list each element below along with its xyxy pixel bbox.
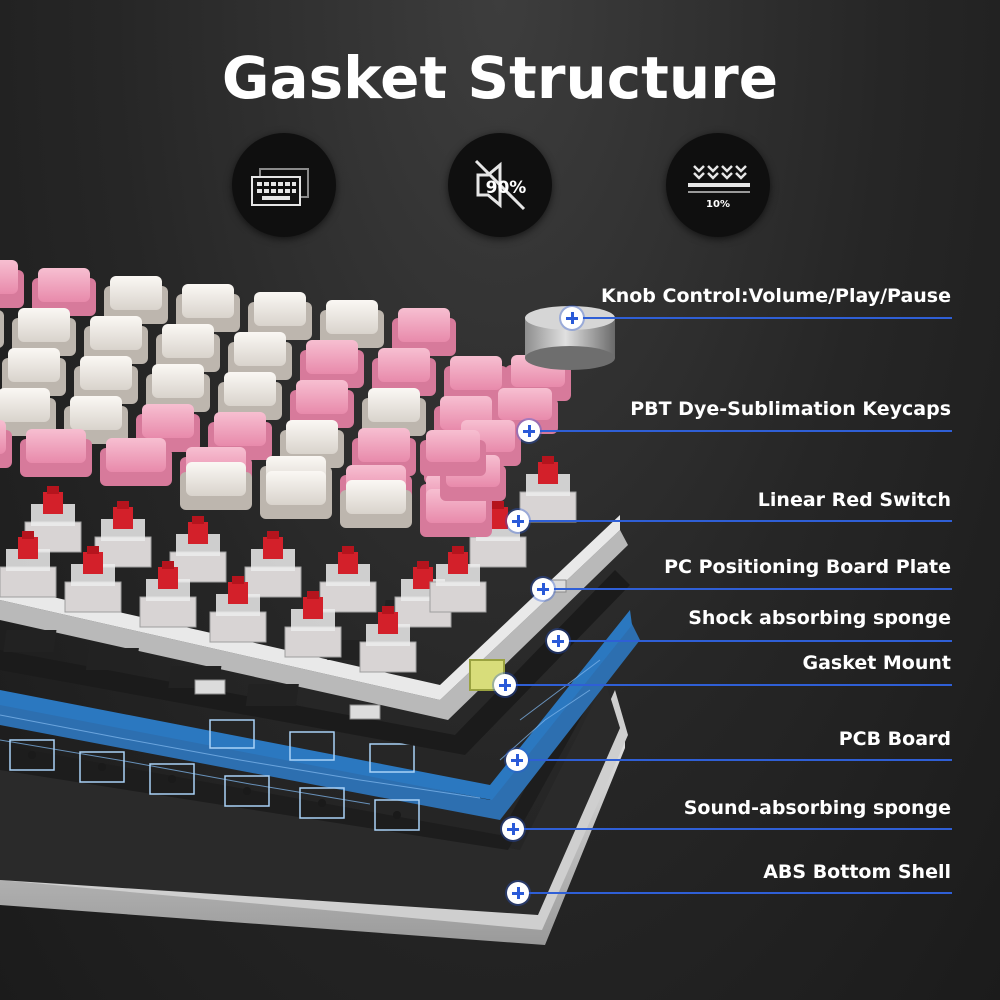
page-title: Gasket Structure [221, 44, 779, 112]
label-keycaps: PBT Dye-Sublimation Keycaps [630, 398, 951, 420]
callout-marker-plate[interactable] [532, 578, 554, 600]
callout-marker-shell[interactable] [507, 882, 529, 904]
keycap [0, 420, 12, 468]
callout-marker-pcb[interactable] [506, 749, 528, 771]
callout-line-shock-sponge [558, 640, 952, 642]
red-switch [284, 591, 342, 658]
abs-bottom-shell [0, 680, 628, 945]
keycap [104, 276, 168, 324]
keycap [74, 356, 138, 404]
label-plate: PC Positioning Board Plate [664, 556, 951, 578]
label-switch: Linear Red Switch [757, 489, 951, 511]
compression-value: 10% [706, 199, 730, 210]
pc-positioning-plate [0, 515, 628, 720]
callout-line-plate [543, 588, 952, 590]
callout-line-switch [518, 520, 952, 522]
red-switch [139, 561, 197, 628]
callout-line-sound-sponge [513, 828, 952, 830]
red-switch [169, 516, 227, 583]
shock-absorbing-sponge [0, 570, 630, 755]
keycap [180, 462, 252, 510]
keycap [248, 292, 312, 340]
red-switch [429, 546, 487, 613]
red-switch [64, 546, 122, 613]
muted-speaker-percent-icon: 90% [474, 159, 527, 211]
volume-knob [525, 306, 615, 370]
red-switch [319, 546, 377, 613]
layers-pressure-icon: 10% [688, 165, 750, 210]
keycap [20, 429, 92, 477]
keycap [146, 364, 210, 412]
keyboard-window-icon [251, 168, 309, 206]
keycap [0, 388, 56, 436]
callout-line-pcb [517, 759, 952, 761]
keycap [372, 348, 436, 396]
keycap [218, 372, 282, 420]
callout-marker-keycaps[interactable] [518, 420, 540, 442]
keycap [12, 308, 76, 356]
red-switch [519, 456, 577, 523]
keycap [84, 316, 148, 364]
callout-line-gasket [505, 684, 952, 686]
callout-marker-shock-sponge[interactable] [547, 630, 569, 652]
keycap [260, 471, 332, 519]
keycap [228, 332, 292, 380]
red-switch [209, 576, 267, 643]
feature-sound-badge: 90% [448, 133, 552, 237]
keycap [290, 380, 354, 428]
label-gasket: Gasket Mount [802, 652, 951, 674]
label-shell: ABS Bottom Shell [763, 861, 951, 883]
keycap [444, 356, 508, 404]
red-switch [359, 606, 417, 673]
keycap [100, 438, 172, 486]
feature-compression-badge: 10% [666, 133, 770, 237]
callout-marker-sound-sponge[interactable] [502, 818, 524, 840]
pbt-keycaps [0, 260, 571, 537]
red-switch [244, 531, 302, 598]
pcb-board [0, 610, 640, 831]
sound-absorbing-sponge [0, 650, 610, 850]
keycap [362, 388, 426, 436]
keycap [340, 480, 412, 528]
feature-keyboard-badge [232, 133, 336, 237]
callout-line-keycaps [529, 430, 952, 432]
callout-marker-knob[interactable] [561, 307, 583, 329]
keycap [176, 284, 240, 332]
red-switch [0, 531, 57, 598]
keycap [320, 300, 384, 348]
red-switch [94, 501, 152, 568]
keycap [32, 268, 96, 316]
keycap [420, 430, 486, 476]
keycap [2, 348, 66, 396]
noise-reduction-value: 90% [486, 178, 527, 198]
keycap [156, 324, 220, 372]
label-pcb: PCB Board [838, 728, 951, 750]
keycap [300, 340, 364, 388]
label-shock-sponge: Shock absorbing sponge [688, 607, 951, 629]
callout-line-knob [572, 317, 952, 319]
callout-marker-switch[interactable] [507, 510, 529, 532]
callout-line-shell [518, 892, 952, 894]
keycap [392, 308, 456, 356]
label-knob: Knob Control:Volume/Play/Pause [601, 285, 951, 307]
callout-marker-gasket[interactable] [494, 674, 516, 696]
label-sound-sponge: Sound-absorbing sponge [683, 797, 951, 819]
keycap [0, 260, 24, 308]
keycap [0, 310, 4, 348]
